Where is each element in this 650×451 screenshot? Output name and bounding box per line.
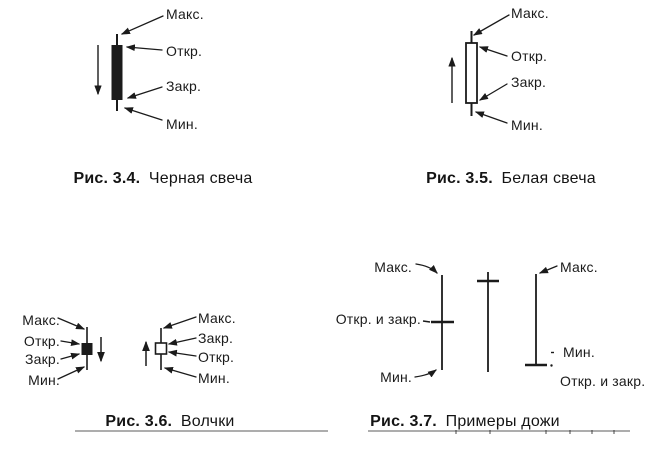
black-candle-figure (94, 15, 164, 121)
fig37-right-max-connector-arrow (538, 265, 558, 274)
page-edge-artifact (591, 430, 593, 434)
page-edge-artifact (368, 430, 630, 432)
dragonfly-doji (525, 265, 558, 367)
page-edge-artifact (75, 430, 328, 432)
fig34-close-connector-arrow (126, 86, 163, 99)
fig35-min-connector-arrow (474, 111, 508, 124)
fig35-close-connector-arrow (479, 83, 508, 101)
fig35-max-connector-arrow (473, 14, 510, 36)
page-edge-artifact (545, 430, 547, 434)
fig37-caption: Рис. 3.7. Примеры дожи (345, 413, 585, 430)
fig36-left-min-connector-arrow (57, 366, 86, 380)
fig35-label-min: Мин. (511, 117, 543, 133)
white-candle-body (465, 42, 478, 104)
fig36-caption: Рис. 3.6. Волчки (50, 413, 290, 430)
gravestone-doji (477, 272, 499, 372)
fig34-label-min: Мин. (166, 116, 198, 132)
fig34-open-connector-arrow (125, 44, 163, 52)
fig34-caption-text: Черная свеча (148, 170, 253, 187)
fig36-caption-text: Волчки (180, 413, 235, 430)
long-legged-doji (414, 263, 454, 378)
fig37-caption-number: Рис. 3.7. (370, 413, 437, 430)
fig34-caption: Рис. 3.4. Черная свеча (43, 170, 283, 187)
fig36-left-label-max: Макс. (22, 312, 60, 328)
fig37-left-label-max: Макс. (374, 259, 412, 275)
fig36-right-label-max: Макс. (198, 310, 236, 326)
fig36-right-label-min: Мин. (198, 370, 230, 386)
white-spinning-top-body (154, 342, 168, 355)
fig36-left-max-connector-arrow (57, 317, 86, 330)
fig35-caption-number: Рис. 3.5. (426, 170, 493, 187)
fig36-left-open-connector-arrow (60, 339, 81, 347)
fig34-label-open: Откр. (166, 43, 203, 59)
black-candle-body (111, 45, 123, 100)
fig37-left-max-connector-arrow (415, 263, 438, 274)
fig37-caption-text: Примеры дожи (445, 413, 560, 430)
fig35-caption: Рис. 3.5. Белая свеча (391, 170, 631, 187)
fig37-right-label-open-close: Откр. и закр. (560, 373, 646, 389)
fig36-left-label-min: Мин. (28, 372, 60, 388)
fig36-left-label-close: Закр. (24, 351, 60, 367)
fig35-label-max: Макс. (511, 5, 549, 21)
fig35-open-connector-arrow (478, 46, 508, 57)
doji3-ink-dot (550, 364, 553, 367)
fig36-right-close-connector-arrow (167, 337, 197, 346)
black-spinning-top-body (81, 343, 93, 355)
page-edge-artifact (613, 430, 615, 434)
fig36-left-close-connector-arrow (60, 352, 81, 360)
white-spinning-top-figure (142, 316, 197, 378)
fig35-label-close: Закр. (511, 74, 547, 90)
fig37-left-label-min: Мин. (380, 369, 412, 385)
fig34-max-connector-arrow (120, 15, 164, 35)
fig35-label-open: Откр. (511, 48, 548, 64)
fig36-left-label-open: Откр. (23, 333, 60, 349)
fig35-caption-text: Белая свеча (501, 170, 596, 187)
page-edge-artifact (569, 430, 571, 434)
black-spinning-top-figure (57, 317, 105, 380)
fig36-right-label-close: Закр. (198, 330, 234, 346)
fig37-right-label-min: Мин. (563, 344, 595, 360)
fig34-label-max: Макс. (166, 6, 204, 22)
fig34-caption-number: Рис. 3.4. (73, 170, 141, 187)
fig37-left-open-close-connector (422, 320, 431, 323)
fig37-left-label-open-close: Откр. и закр. (335, 311, 421, 327)
page-edge-artifact (489, 430, 491, 434)
fig36-right-label-open: Откр. (198, 349, 235, 365)
fig36-caption-number: Рис. 3.6. (105, 413, 173, 430)
fig36-right-max-connector-arrow (162, 316, 197, 329)
fig37-right-label-max: Макс. (560, 259, 598, 275)
fig34-label-close: Закр. (166, 78, 202, 94)
page-edge-artifact (455, 430, 457, 434)
fig36-right-open-connector-arrow (167, 349, 197, 357)
white-candle-figure (448, 14, 510, 124)
fig34-min-connector-arrow (123, 107, 163, 121)
fig36-right-min-connector-arrow (163, 366, 197, 378)
fig37-left-min-connector-arrow (414, 369, 437, 378)
